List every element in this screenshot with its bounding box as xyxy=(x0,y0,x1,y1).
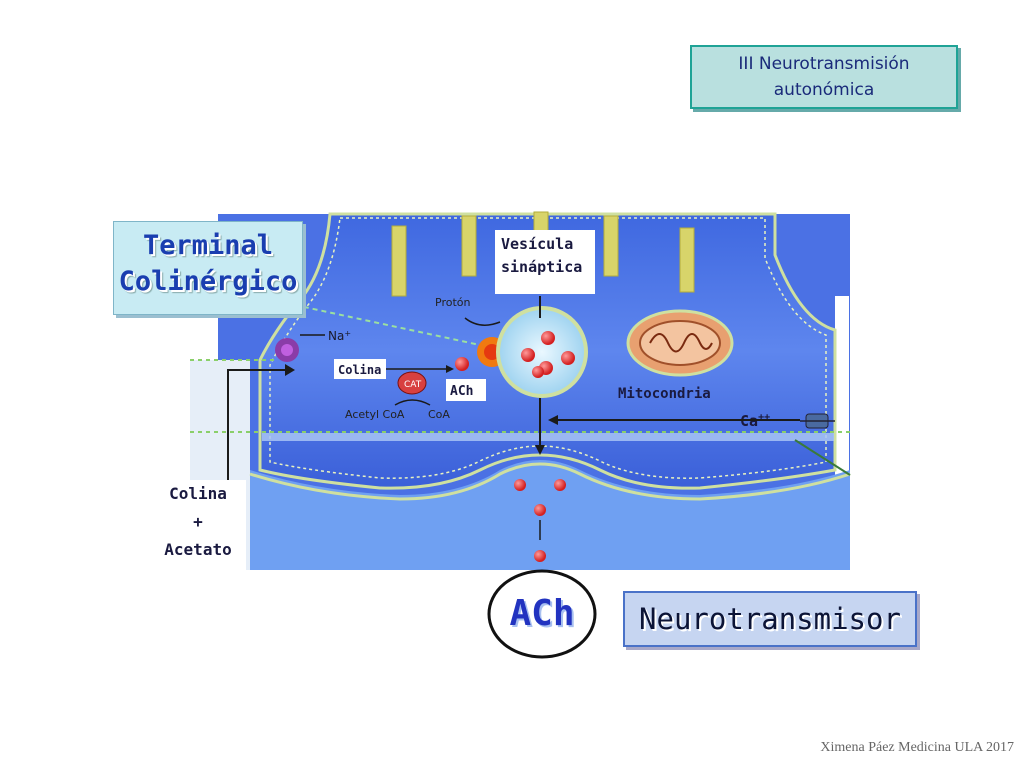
reuptake-path xyxy=(227,369,285,480)
terminal-line2: Colinérgico xyxy=(118,266,298,297)
vesicula-line1: Vesícula xyxy=(501,235,574,253)
acetato-label: Acetato xyxy=(164,540,232,559)
colina-acetato-box: Colina + Acetato xyxy=(150,480,246,572)
nerve-impulse-line xyxy=(794,439,851,476)
ach-ellipse xyxy=(487,569,597,659)
neurotransmisor-box: Neurotransmisor xyxy=(623,591,917,647)
postsynaptic-region xyxy=(250,460,850,570)
ach-molecule xyxy=(534,504,546,516)
colina-arrowhead xyxy=(446,365,454,373)
ach-molecule xyxy=(532,366,544,378)
exocytosis-arrowhead xyxy=(535,445,545,455)
svg-text:CAT: CAT xyxy=(404,380,422,390)
cat-enzyme: CAT xyxy=(397,371,427,395)
section-title-line2: autonómica xyxy=(773,80,875,100)
right-pale-strip xyxy=(835,296,849,521)
vesicula-line2: sináptica xyxy=(501,258,583,276)
plus-sign: + xyxy=(193,512,203,531)
na-label: Na+ xyxy=(328,329,351,343)
ach-small-box xyxy=(446,379,486,401)
ach-big-label: ACh xyxy=(509,593,575,634)
ach-molecule xyxy=(554,479,566,491)
ach-molecule xyxy=(521,348,535,362)
ach-molecule xyxy=(534,550,546,562)
vesicula-label-box: Vesícula sináptica xyxy=(495,230,595,294)
sodium-transporter xyxy=(275,338,299,362)
calcium-channel xyxy=(800,413,835,429)
colina-small-box xyxy=(334,359,386,379)
colina-small-label: Colina xyxy=(338,363,381,377)
acetyl-coa-arrow xyxy=(394,399,431,406)
ach-molecule xyxy=(541,331,555,345)
ach-molecule xyxy=(514,479,526,491)
footer-credit: Ximena Páez Medicina ULA 2017 xyxy=(820,740,1014,755)
mitochondrion xyxy=(626,309,734,377)
terminal-colinergico-box: Terminal Colinérgico xyxy=(113,221,303,315)
mitocondria-label: Mitocondria xyxy=(618,386,711,402)
ach-molecule xyxy=(455,357,469,371)
terminal-line1: Terminal xyxy=(142,230,274,261)
section-title-line1: III Neurotransmisión xyxy=(738,54,910,74)
proton-arrow xyxy=(464,317,501,326)
dashed-transport-line xyxy=(294,304,481,346)
section-title-box: III Neurotransmisión autonómica xyxy=(690,45,958,109)
acetyl-coa-label: Acetyl CoA xyxy=(345,408,405,421)
coa-label: CoA xyxy=(428,408,450,421)
postsynaptic-membrane xyxy=(249,462,851,501)
colina-label: Colina xyxy=(169,484,227,503)
ca-arrowhead xyxy=(548,415,558,425)
ach-small-label: ACh xyxy=(450,384,473,399)
cleft-band xyxy=(262,433,834,441)
ach-molecule xyxy=(561,351,575,365)
reuptake-arrowhead xyxy=(285,364,295,376)
synaptic-vesicle xyxy=(496,306,588,398)
proton-label: Protón xyxy=(435,296,470,309)
